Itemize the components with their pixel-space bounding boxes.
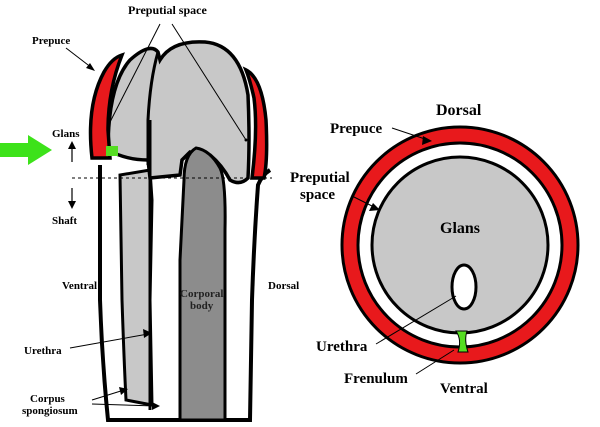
urethra-cross: [450, 263, 478, 311]
label-frenulum: Frenulum: [344, 371, 408, 387]
label-preputial-space: Preputial space: [128, 3, 207, 17]
frenulum-left: [106, 146, 118, 156]
frenulum: [455, 330, 469, 353]
leader-prepuce-left: [65, 47, 93, 69]
green-pointer-arrow: [0, 135, 52, 165]
leader-spongiosum-2: [91, 403, 157, 407]
label-dorsal-left: Dorsal: [268, 280, 299, 292]
label-corpus: Corpus: [30, 393, 66, 405]
leader-prepuce-right: [391, 127, 429, 141]
label-glans-left: Glans: [52, 128, 80, 140]
cross-section: Dorsal Prepuce Preputial space Glans Ure…: [290, 102, 580, 397]
label-dorsal-right: Dorsal: [436, 102, 482, 119]
leader-urethra-right: [375, 295, 457, 345]
label-urethra-left: Urethra: [24, 345, 62, 357]
label-space-right: space: [300, 187, 335, 203]
label-preputial-right: Preputial: [290, 170, 350, 186]
leader-frenulum: [415, 349, 455, 375]
label-ventral-left: Ventral: [62, 280, 97, 292]
label-prepuce-right: Prepuce: [330, 121, 383, 137]
leader-urethra: [69, 333, 149, 349]
label-ventral-right: Ventral: [440, 381, 488, 397]
label-shaft: Shaft: [52, 215, 77, 227]
shaft-arrow: [68, 188, 76, 209]
label-urethra-right: Urethra: [316, 339, 368, 355]
leader-preputial-left: [107, 23, 161, 127]
corpus-spongiosum: [118, 168, 154, 407]
glans-cleft: [146, 51, 160, 165]
label-corporal: Corporal: [180, 288, 223, 300]
label-spongiosum: spongiosum: [22, 405, 78, 417]
leader-preputial-right: [171, 23, 247, 141]
cropped-edge-text: [594, 0, 600, 110]
glans-arrow: [68, 141, 76, 162]
leader-spongiosum-1: [91, 389, 125, 401]
label-body: body: [190, 300, 214, 312]
longitudinal-section: Preputial space Prepuce Glans Shaft Vent…: [0, 3, 299, 422]
prepuce-left: [88, 52, 125, 160]
corporal-body: [178, 146, 227, 422]
label-glans-right: Glans: [440, 220, 480, 237]
label-prepuce-left: Prepuce: [32, 35, 70, 47]
